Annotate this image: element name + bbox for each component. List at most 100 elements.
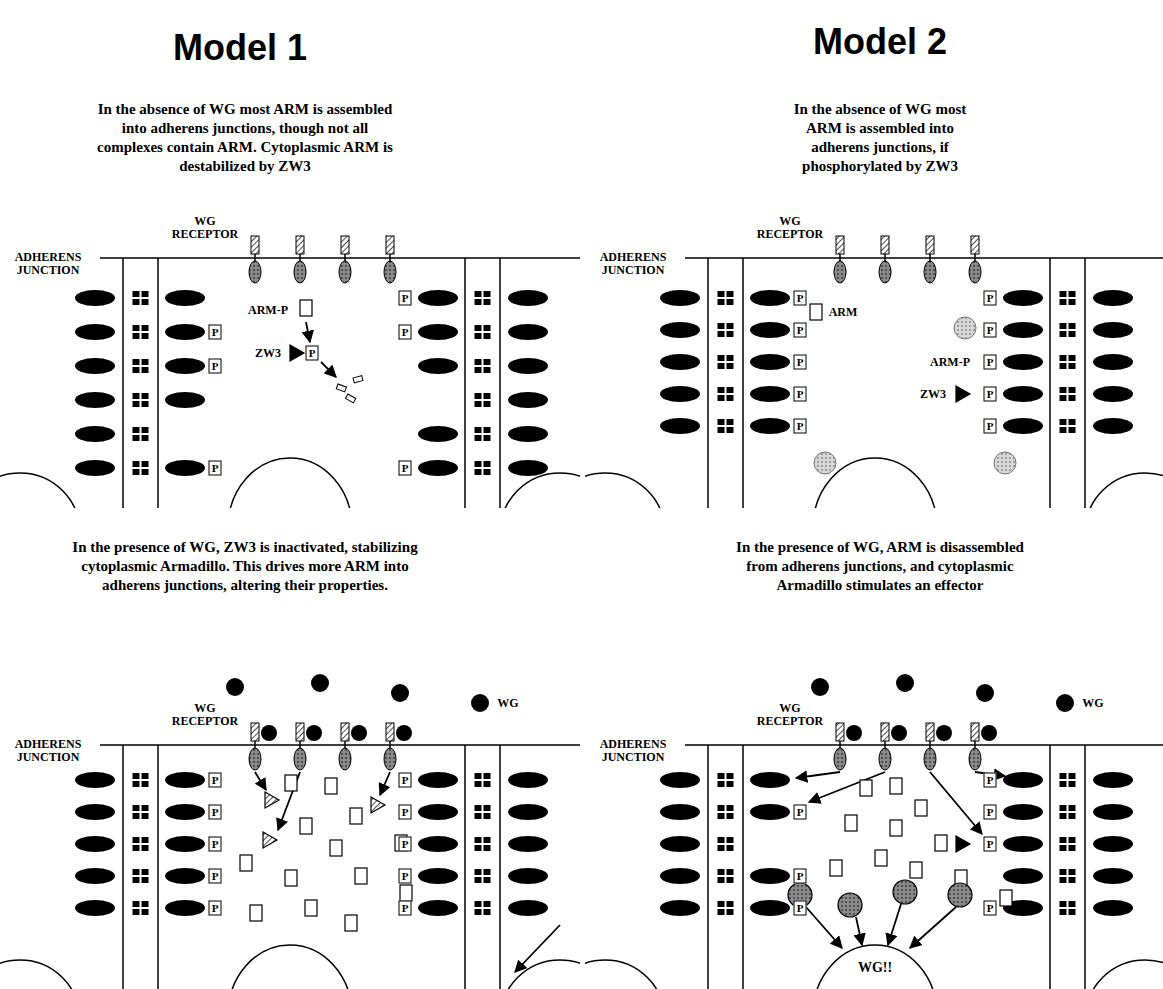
receptor-inner — [924, 748, 936, 770]
cadherin-complex — [660, 290, 700, 306]
junction-block — [475, 869, 482, 875]
junction-block — [727, 355, 734, 361]
receptor-outer — [926, 723, 934, 741]
nucleus — [585, 960, 665, 989]
armadillo-protein — [300, 300, 312, 316]
cadherin-complex — [750, 772, 790, 788]
junction-block — [133, 813, 140, 819]
junction-block — [1060, 845, 1067, 851]
cadherin-complex — [418, 868, 458, 884]
junction-block — [727, 291, 734, 297]
receptor-outer — [341, 236, 349, 254]
signal-arrow — [278, 772, 300, 830]
signal-arrow — [809, 772, 885, 802]
cadherin-complex — [418, 772, 458, 788]
phospho-tag: P — [794, 387, 807, 402]
junction-block — [1069, 869, 1076, 875]
cadherin-complex — [660, 868, 700, 884]
apical-membrane — [100, 257, 580, 259]
cell-membrane — [707, 258, 709, 508]
cadherin-complex — [1003, 354, 1043, 370]
junction-block — [727, 299, 734, 305]
junction-block — [142, 909, 149, 915]
junction-block — [727, 837, 734, 843]
wg-bound — [891, 725, 907, 741]
junction-block — [484, 781, 491, 787]
junction-block — [475, 333, 482, 339]
cadherin-complex — [1003, 322, 1043, 338]
cadherin-complex — [660, 836, 700, 852]
receptor-outer — [251, 236, 259, 254]
junction-block — [1060, 363, 1067, 369]
cadherin-complex — [508, 290, 548, 306]
apical-membrane — [100, 744, 580, 746]
degraded-fragment — [346, 394, 356, 403]
cell-membrane — [707, 745, 709, 989]
cadherin-complex — [1093, 900, 1133, 916]
junction-block — [484, 367, 491, 373]
cell-membrane — [122, 745, 124, 989]
part-label: ADHERENS JUNCTION — [5, 738, 91, 764]
phospho-tag: P — [794, 323, 807, 338]
wg-bound — [306, 725, 322, 741]
armadillo-protein — [285, 775, 297, 791]
cell-membrane — [1049, 745, 1051, 989]
part-label: WG RECEPTOR — [747, 215, 833, 241]
receptor-outer — [386, 236, 394, 254]
junction-block — [142, 435, 149, 441]
cadherin-complex — [660, 386, 700, 402]
receptor-inner — [834, 748, 846, 770]
nucleus — [0, 473, 80, 508]
junction-block — [1069, 427, 1076, 433]
armadillo-protein — [400, 885, 412, 901]
wg-bound — [846, 725, 862, 741]
panel-caption: In the absence of WG most ARM is assembl… — [786, 100, 974, 176]
cadherin-complex — [1093, 868, 1133, 884]
junction-block — [133, 469, 140, 475]
phospho-tag: P — [794, 419, 807, 434]
cadherin-complex — [418, 460, 458, 476]
receptor-inner — [879, 748, 891, 770]
receptor-inner — [249, 261, 261, 283]
wg-bound — [936, 725, 952, 741]
panel-caption: In the presence of WG, ZW3 is inactivate… — [65, 538, 425, 595]
cadherin-complex — [660, 354, 700, 370]
cell-membrane — [1084, 745, 1086, 989]
armadillo-protein — [330, 840, 342, 856]
phospho-tag: P — [399, 291, 412, 306]
active-effector — [948, 883, 972, 907]
cadherin-complex — [1003, 836, 1043, 852]
junction-block — [718, 387, 725, 393]
cadherin-complex — [418, 358, 458, 374]
cell-membrane — [157, 745, 159, 989]
cadherin-complex — [508, 836, 548, 852]
cadherin-complex — [75, 836, 115, 852]
junction-block — [1069, 419, 1076, 425]
cadherin-complex — [75, 324, 115, 340]
junction-block — [718, 781, 725, 787]
junction-block — [1060, 323, 1067, 329]
zw3-kinase — [290, 345, 304, 361]
junction-block — [1060, 805, 1067, 811]
junction-block — [718, 813, 725, 819]
junction-block — [475, 845, 482, 851]
junction-block — [1069, 395, 1076, 401]
cadherin-complex — [660, 772, 700, 788]
junction-block — [1069, 901, 1076, 907]
cadherin-complex — [165, 900, 205, 916]
junction-block — [475, 427, 482, 433]
junction-block — [484, 359, 491, 365]
zw3-kinase — [956, 836, 970, 852]
junction-block — [727, 331, 734, 337]
cadherin-complex — [75, 460, 115, 476]
junction-block — [133, 845, 140, 851]
junction-block — [727, 427, 734, 433]
junction-block — [727, 773, 734, 779]
junction-block — [1069, 773, 1076, 779]
junction-block — [1060, 781, 1067, 787]
cadherin-complex — [1003, 386, 1043, 402]
cadherin-complex — [75, 290, 115, 306]
junction-block — [142, 781, 149, 787]
junction-block — [1069, 877, 1076, 883]
phospho-tag: P — [209, 325, 222, 340]
